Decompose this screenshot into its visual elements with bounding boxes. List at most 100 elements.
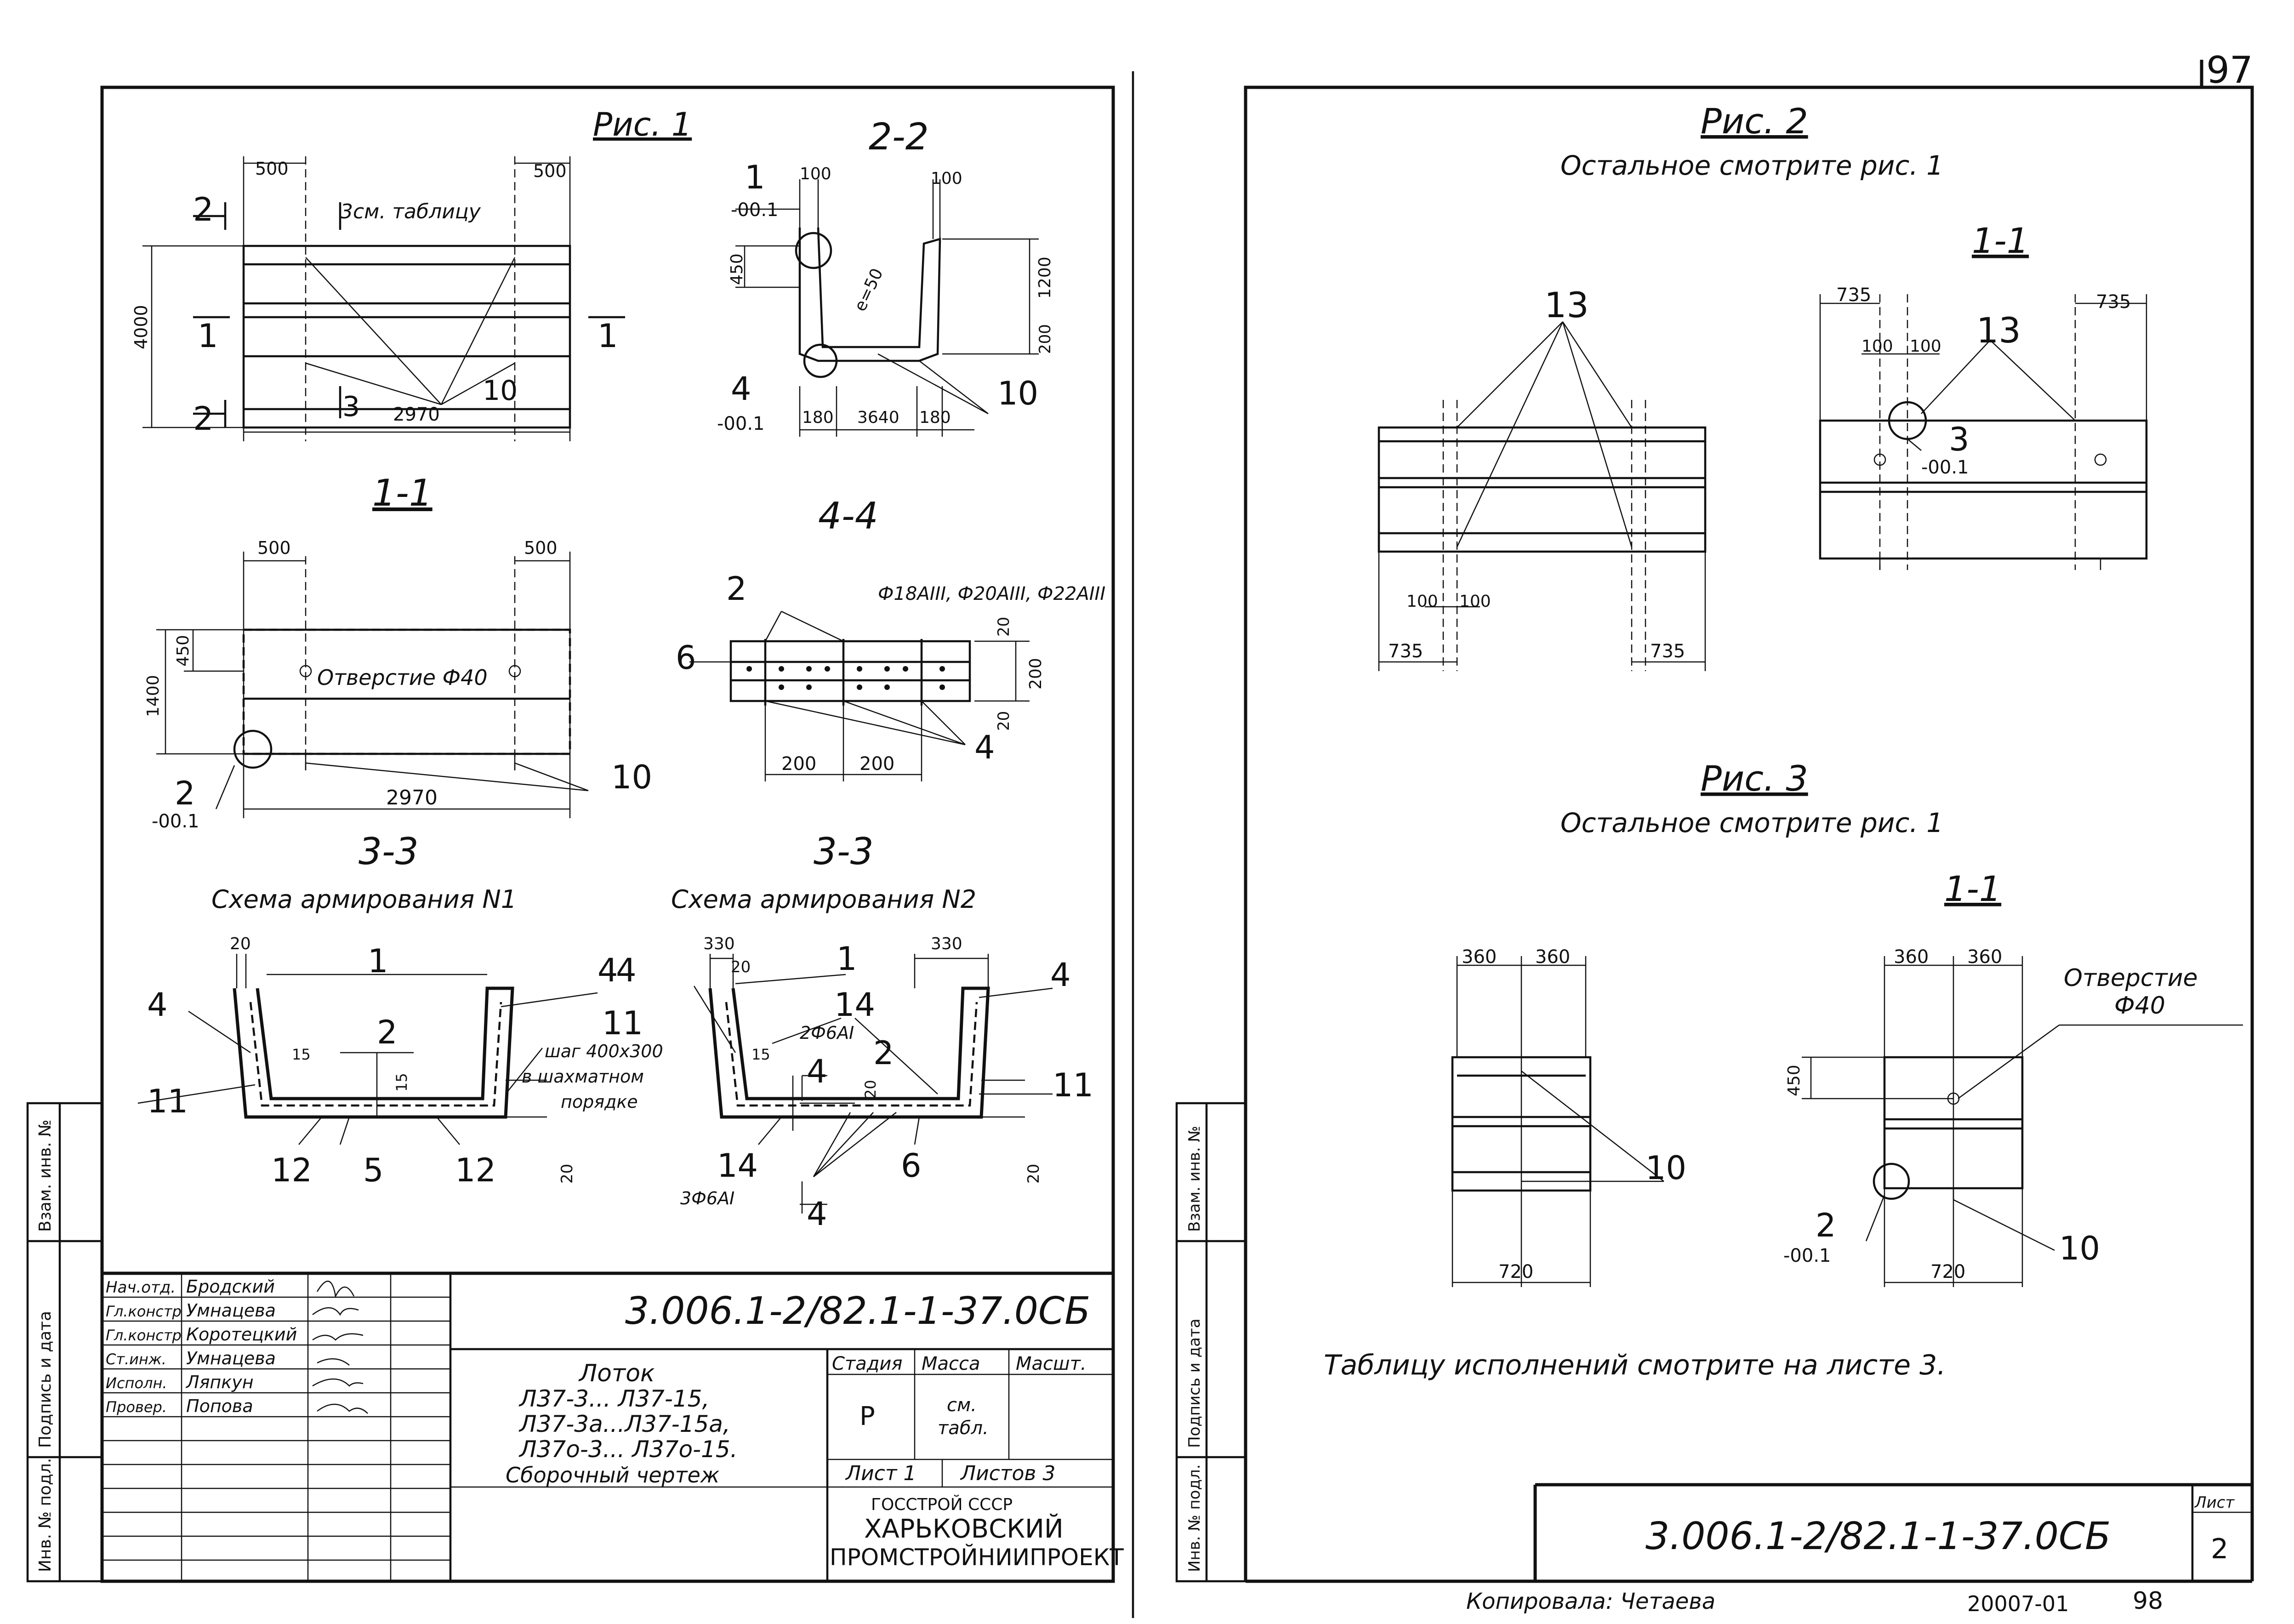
- fig2-sec: 1-1: [1972, 220, 2029, 261]
- s22-dim-100-a: 100: [800, 165, 831, 183]
- page-num-top: 97: [2206, 49, 2253, 91]
- sch2-mark-14-bottom: 14: [717, 1147, 758, 1185]
- f2p-dim-735-b: 735: [1650, 641, 1685, 662]
- s22-mark-1: 1: [745, 159, 765, 196]
- s22-m001-bottom: -00.1: [717, 413, 765, 434]
- right-side-stamp: [1175, 1102, 1247, 1583]
- sch1-step-1: шаг 400x300: [545, 1041, 663, 1061]
- s44-mark-2: 2: [726, 570, 747, 608]
- title-block: [100, 1271, 1115, 1583]
- dim-500-left: 500: [255, 159, 289, 179]
- sch2-mark-4-bottom: 4: [807, 1195, 827, 1233]
- fig1-plan-view: [142, 156, 625, 441]
- sch1-dim-20: 20: [230, 935, 251, 953]
- fig2-note: Остальное смотрите рис. 1: [1560, 150, 1943, 181]
- stamp-podpis-right: Подпись и дата: [1185, 1318, 1204, 1448]
- right-order-no: 20007-01: [1967, 1591, 2069, 1616]
- sch2-mark-2: 2: [873, 1034, 894, 1072]
- tb-name-3: Умнацева: [186, 1348, 276, 1368]
- fig3-plan-view: [1451, 956, 1664, 1287]
- sch2-mark-14-top: 14: [834, 986, 875, 1024]
- right-list-label: Лист: [2194, 1493, 2235, 1512]
- s44-dim-20-a: 20: [995, 617, 1013, 637]
- s22-dim-450: 450: [728, 253, 746, 285]
- tb-name-3: Л37-3а...Л37-15а,: [518, 1411, 730, 1437]
- tb-name-1: Лоток: [578, 1360, 655, 1387]
- s44-mark-6: 6: [676, 639, 696, 677]
- sch2-rebar-a: 2Ф6AI: [800, 1023, 854, 1043]
- tb-org-3: ПРОМСТРОЙНИИПРОЕКТ: [830, 1544, 1124, 1571]
- tb-mass-value-2: табл.: [938, 1418, 989, 1439]
- right-list-value: 2: [2211, 1533, 2228, 1565]
- section-4-4-title: 4-4: [818, 495, 878, 537]
- tb-mass-value-1: см.: [947, 1395, 977, 1416]
- s44-dim-20-b: 20: [995, 711, 1013, 731]
- stamp-vzam-right: Взам. инв. №: [1185, 1126, 1204, 1232]
- f3s-m001: -00.1: [1783, 1245, 1831, 1266]
- sch2-dim-330-a: 330: [703, 935, 735, 953]
- fig3-title: Рис. 3: [1701, 758, 1808, 799]
- section-1-1-view: [156, 552, 589, 818]
- section-4-4-view: [689, 610, 1030, 781]
- scheme1-label: Схема армирования N1: [211, 885, 517, 914]
- f2s-m001: -00.1: [1921, 457, 1969, 478]
- f3p-dim-720: 720: [1498, 1261, 1533, 1282]
- tb-name-4: Л37о-3... Л37о-15.: [518, 1436, 738, 1463]
- tb-org-1: ГОССТРОЙ СССР: [871, 1495, 1013, 1514]
- f3s-hole-1: Отверстие: [2064, 964, 2198, 992]
- tb-sheet-label: Лист 1: [845, 1462, 916, 1485]
- mark-1-right: 1: [598, 317, 618, 355]
- f2p-dim-735-a: 735: [1388, 641, 1423, 662]
- tb-role-4: Исполн.: [106, 1374, 167, 1392]
- f2s-dim-100-b: 100: [1910, 337, 1941, 356]
- sch2-mark-1: 1: [837, 940, 857, 978]
- s11-dim-500-a: 500: [257, 538, 291, 558]
- tb-scale-label: Масшт.: [1016, 1353, 1087, 1374]
- table-note: Таблицу исполнений смотрите на листе 3.: [1324, 1349, 1946, 1381]
- f3s-dim-360-b: 360: [1967, 946, 2002, 968]
- sch1-mark-11-right: 11: [602, 1004, 643, 1042]
- tb-name-1: Умнацева: [186, 1300, 276, 1321]
- sch1-mark-11-left: 11: [147, 1083, 188, 1120]
- sch2-mark-6: 6: [901, 1147, 922, 1185]
- dim-500-right: 500: [533, 161, 567, 181]
- mark-2-top: 2: [193, 191, 214, 228]
- sch2-dim-15: 15: [751, 1046, 770, 1063]
- f2s-mark-13: 13: [1976, 310, 2021, 351]
- f3p-mark-10: 10: [1645, 1149, 1686, 1187]
- mark-10-plan: 10: [483, 375, 518, 407]
- fig3-section-view: [1802, 956, 2243, 1287]
- fig2-section-view: [1819, 294, 2148, 570]
- tb-name-0: Бродский: [186, 1276, 275, 1297]
- f3p-dim-360-b: 360: [1535, 946, 1570, 968]
- tb-role-0: Нач.отд.: [106, 1278, 176, 1297]
- s22-mark-4: 4: [731, 370, 751, 408]
- sch1-dim-15-b: 15: [393, 1073, 410, 1092]
- tb-role-1: Гл.констр: [106, 1303, 182, 1320]
- s22-dim-180-a: 180: [802, 408, 834, 427]
- s22-dim-200: 200: [1036, 324, 1054, 354]
- f3s-mark-2: 2: [1816, 1207, 1836, 1244]
- sch1-mark-2: 2: [377, 1014, 398, 1051]
- mark-1-left: 1: [198, 317, 218, 355]
- right-sheet-frame: [1244, 60, 2254, 1583]
- fig2-plan-view: [1378, 321, 1707, 671]
- f3s-dim-360-a: 360: [1894, 946, 1929, 968]
- sch2-dim-20-b: 20: [862, 1080, 879, 1099]
- fig3-sec: 1-1: [1944, 868, 2001, 909]
- sch2-rebar-b: 3Ф6AI: [680, 1188, 734, 1208]
- tb-role-3: Ст.инж.: [106, 1350, 166, 1368]
- s11-dim-1400: 1400: [144, 675, 163, 717]
- stamp-inv-podl-left: Инв. № подл.: [36, 1458, 55, 1572]
- sch1-step-3: порядке: [561, 1092, 638, 1112]
- s22-m001-top: -00.1: [731, 199, 779, 221]
- fig1-title: Рис. 1: [593, 106, 692, 143]
- sch1-mark-12-right: 12: [455, 1151, 496, 1189]
- stamp-podpis-left: Подпись и дата: [36, 1311, 55, 1448]
- dim-4000: 4000: [131, 305, 151, 349]
- s22-dim-1200: 1200: [1036, 256, 1054, 299]
- sch2-mark-4-cut: 4: [807, 1053, 827, 1090]
- sch2-mark-4-left: 4: [616, 952, 637, 989]
- f2p-dim-100-b: 100: [1459, 592, 1491, 611]
